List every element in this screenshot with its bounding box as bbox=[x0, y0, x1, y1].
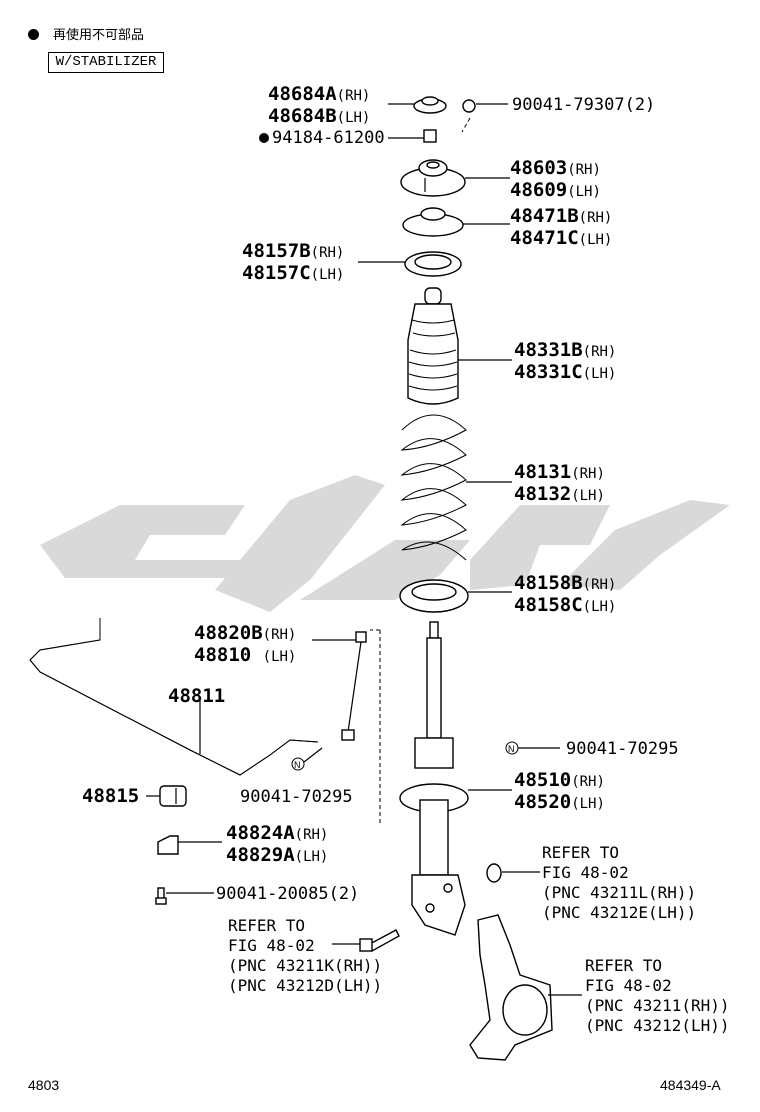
spring-upper-seat bbox=[402, 207, 464, 237]
label-48131[interactable]: 48131(RH)48132(LH) bbox=[514, 461, 605, 505]
label-48158[interactable]: 48158B(RH)48158C(LH) bbox=[514, 572, 617, 616]
label-48684[interactable]: 48684A(RH)48684B(LH) bbox=[268, 83, 371, 127]
nut-94184 bbox=[423, 129, 437, 143]
stabilizer-bracket bbox=[157, 835, 179, 855]
footer-page-number: 4803 bbox=[28, 1077, 60, 1093]
spring-lower-insulator bbox=[399, 579, 469, 613]
refer-43211[interactable]: REFER TO FIG 48-02 (PNC 43211(RH)) (PNC … bbox=[585, 956, 730, 1035]
label-90041-70295-a[interactable]: 90041-70295 bbox=[566, 739, 679, 759]
label-48471[interactable]: 48471B(RH)48471C(LH) bbox=[510, 205, 613, 249]
label-48820[interactable]: 48820B(RH)48810 (LH) bbox=[194, 622, 297, 666]
nut-43211l bbox=[486, 863, 502, 883]
spring-upper-insulator bbox=[404, 251, 462, 277]
svg-text:N: N bbox=[294, 760, 301, 770]
label-48603[interactable]: 48603(RH)48609(LH) bbox=[510, 157, 601, 201]
watermark-logo bbox=[40, 475, 730, 612]
label-48824[interactable]: 48824A(RH)48829A(LH) bbox=[226, 822, 329, 866]
label-48157[interactable]: 48157B(RH)48157C(LH) bbox=[242, 240, 345, 284]
stabilizer-bar bbox=[29, 618, 319, 776]
label-48811[interactable]: 48811 bbox=[168, 685, 226, 707]
footer-illustration-id: 484349-A bbox=[660, 1077, 721, 1093]
shock-absorber bbox=[399, 621, 469, 936]
stabilizer-bushing bbox=[159, 785, 187, 807]
label-94184-61200[interactable]: 94184-61200 bbox=[272, 128, 385, 148]
legend-text: 再使用不可部品 bbox=[53, 28, 145, 43]
refer-43211l[interactable]: REFER TO FIG 48-02 (PNC 43211L(RH)) (PNC… bbox=[542, 843, 697, 922]
nut-90041-79307 bbox=[462, 99, 476, 113]
coil-spring bbox=[400, 414, 467, 561]
label-48510[interactable]: 48510(RH)48520(LH) bbox=[514, 769, 605, 813]
bolt-90041-20085 bbox=[155, 887, 167, 905]
stabilizer-link bbox=[341, 631, 367, 741]
condition-box: W/STABILIZER bbox=[48, 52, 164, 73]
n-marker-icon: N N bbox=[291, 741, 519, 771]
bolt-43211k bbox=[359, 929, 400, 952]
strut-support bbox=[400, 159, 466, 197]
legend-non-reusable: 再使用不可部品 bbox=[28, 24, 144, 43]
steering-knuckle bbox=[469, 914, 553, 1061]
svg-text:N: N bbox=[508, 744, 515, 754]
strut-mount-cap bbox=[413, 96, 447, 114]
leader-lines bbox=[146, 103, 582, 996]
new-part-marker-icon bbox=[259, 133, 269, 143]
label-90041-79307[interactable]: 90041-79307(2) bbox=[512, 95, 656, 115]
label-48331[interactable]: 48331B(RH)48331C(LH) bbox=[514, 339, 617, 383]
label-90041-20085[interactable]: 90041-20085(2) bbox=[216, 884, 360, 904]
label-90041-70295-b[interactable]: 90041-70295 bbox=[240, 787, 353, 807]
bullet-icon bbox=[28, 29, 39, 40]
bound-stopper-boot bbox=[407, 287, 459, 405]
refer-43211k[interactable]: REFER TO FIG 48-02 (PNC 43211K(RH)) (PNC… bbox=[228, 916, 383, 995]
label-48815[interactable]: 48815 bbox=[82, 785, 140, 807]
